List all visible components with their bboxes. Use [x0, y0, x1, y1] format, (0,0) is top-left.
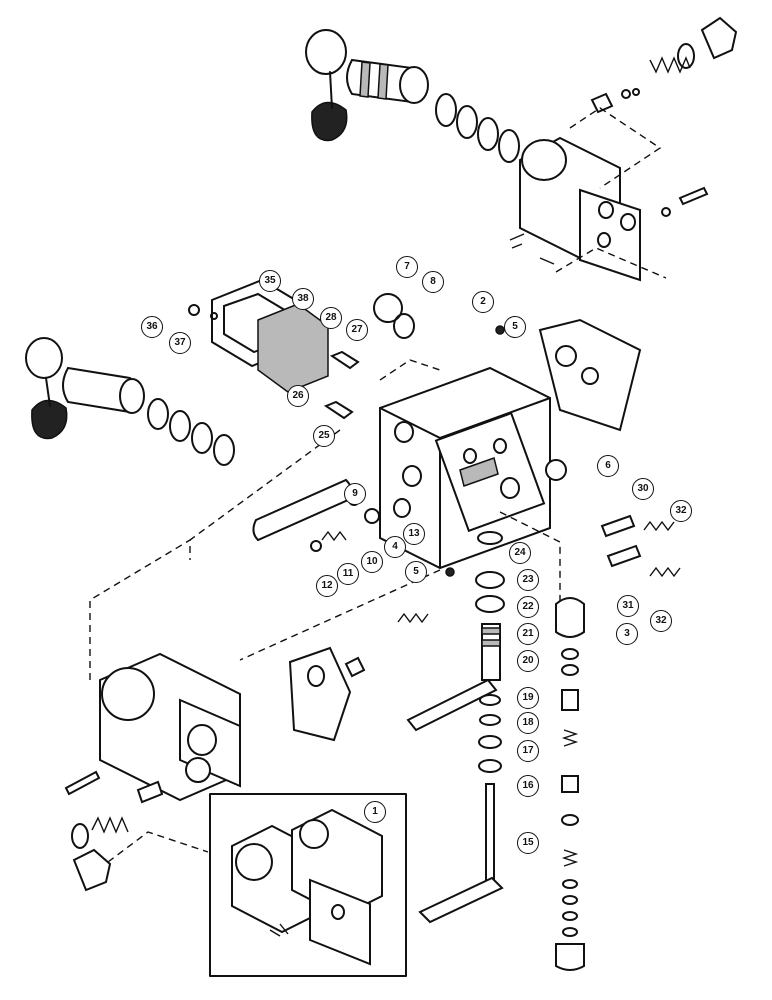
- gasket-right: [538, 318, 642, 432]
- callout-1: 1: [364, 801, 386, 823]
- callout-25: 25: [313, 425, 335, 447]
- callout-2: 2: [472, 291, 494, 313]
- callout-21: 21: [517, 623, 539, 645]
- callout-13: 13: [403, 523, 425, 545]
- callout-22: 22: [517, 596, 539, 618]
- callout-12: 12: [316, 575, 338, 597]
- callout-37: 37: [169, 332, 191, 354]
- callout-20: 20: [517, 650, 539, 672]
- callout-7: 7: [396, 256, 418, 278]
- left-spool-assembly: [25, 337, 380, 552]
- inset-assembly-view: [209, 793, 407, 977]
- callout-24: 24: [509, 542, 531, 564]
- callout-38: 38: [292, 288, 314, 310]
- callout-19: 19: [517, 687, 539, 709]
- callout-15: 15: [517, 832, 539, 854]
- callout-32-bottom: 32: [650, 610, 672, 632]
- callout-8: 8: [422, 271, 444, 293]
- top-valve-assembly: [305, 16, 738, 282]
- callout-9: 9: [344, 483, 366, 505]
- callout-23: 23: [517, 569, 539, 591]
- cover-and-gasket: [188, 278, 415, 420]
- callout-35: 35: [259, 270, 281, 292]
- callout-11: 11: [337, 563, 359, 585]
- callout-28: 28: [320, 307, 342, 329]
- callout-26: 26: [287, 385, 309, 407]
- callout-16: 16: [517, 775, 539, 797]
- lever-assemblies: [406, 514, 681, 971]
- callout-17: 17: [517, 740, 539, 762]
- callout-27: 27: [346, 319, 368, 341]
- callout-5-top: 5: [504, 316, 526, 338]
- callout-10: 10: [361, 551, 383, 573]
- left-valve-assembly: [64, 539, 429, 892]
- callout-3: 3: [616, 623, 638, 645]
- callout-4: 4: [384, 536, 406, 558]
- callout-18: 18: [517, 712, 539, 734]
- central-valve-body: [189, 325, 567, 661]
- callout-30: 30: [632, 478, 654, 500]
- callout-31: 31: [617, 595, 639, 617]
- callout-5-bottom: 5: [405, 561, 427, 583]
- callout-6: 6: [597, 455, 619, 477]
- callout-32-top: 32: [670, 500, 692, 522]
- callout-36: 36: [141, 316, 163, 338]
